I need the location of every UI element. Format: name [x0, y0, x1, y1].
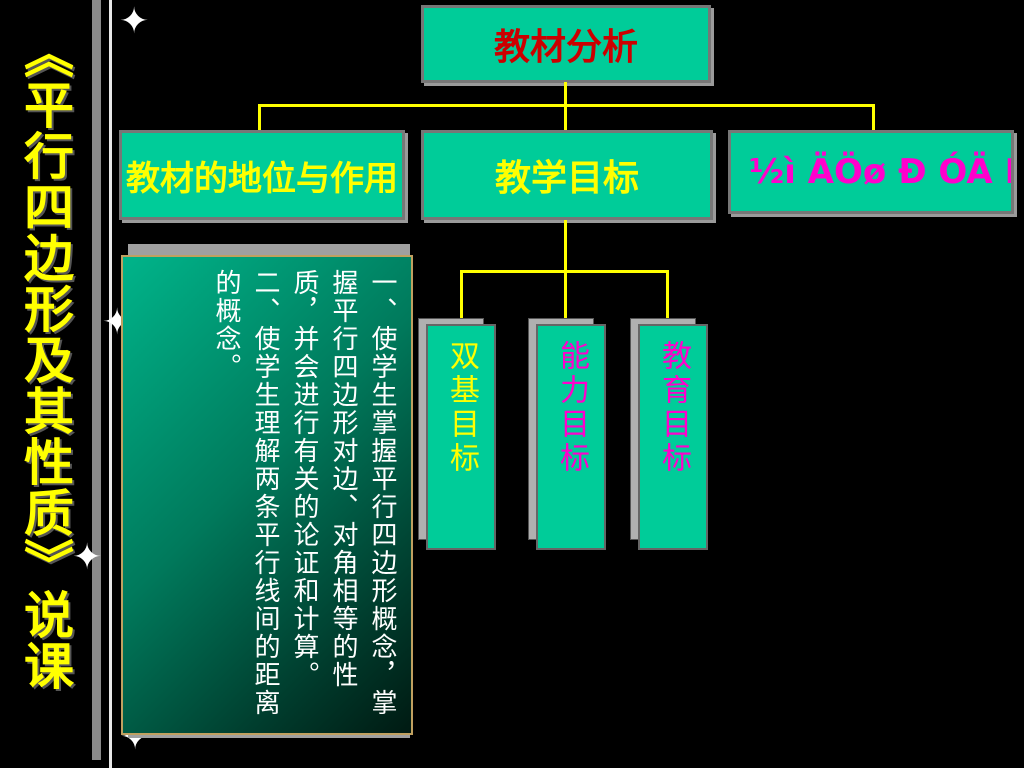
- side-title: 《平行四边形及其性质》说课: [16, 28, 74, 691]
- level1-box-objectives: 教学目标: [421, 130, 713, 220]
- decorative-bar-white: [109, 0, 112, 768]
- sparkle-icon: ✦: [72, 537, 103, 578]
- level1-label: 教学目标: [494, 158, 639, 199]
- connector-line: [564, 270, 567, 318]
- level1-label: 教材的地位与作用: [126, 158, 398, 199]
- goal-label: 教育目标: [656, 340, 691, 476]
- goal-box-education: 教育目标: [638, 324, 708, 550]
- connector-line: [564, 82, 567, 106]
- root-label: 教材分析: [493, 27, 638, 68]
- goal-box-ability: 能力目标: [536, 324, 606, 550]
- goal-box-basic: 双基目标: [426, 324, 496, 550]
- level1-label: ½ì ÄÖø Ð ÓÄ Ñ â: [749, 152, 1011, 192]
- connector-line: [258, 104, 261, 130]
- connector-line: [872, 104, 875, 130]
- connector-line: [666, 270, 669, 318]
- connector-line: [564, 104, 567, 130]
- decorative-bar-gray: [92, 0, 101, 760]
- objectives-text: 一、使学生掌握平行四边形概念，掌握平行四边形对边、对角相等的性质，并会进行有关的…: [211, 269, 397, 717]
- sparkle-icon: ✦: [119, 1, 150, 42]
- goal-label: 双基目标: [444, 340, 479, 476]
- goal-label: 能力目标: [554, 340, 589, 476]
- connector-line: [564, 220, 567, 272]
- objectives-text-panel: 一、使学生掌握平行四边形概念，掌握平行四边形对边、对角相等的性质，并会进行有关的…: [121, 255, 413, 735]
- connector-line: [460, 270, 463, 318]
- level1-box-garbled: ½ì ÄÖø Ð ÓÄ Ñ â: [728, 130, 1014, 214]
- level1-box-position: 教材的地位与作用: [119, 130, 405, 220]
- root-box: 教材分析: [421, 5, 711, 83]
